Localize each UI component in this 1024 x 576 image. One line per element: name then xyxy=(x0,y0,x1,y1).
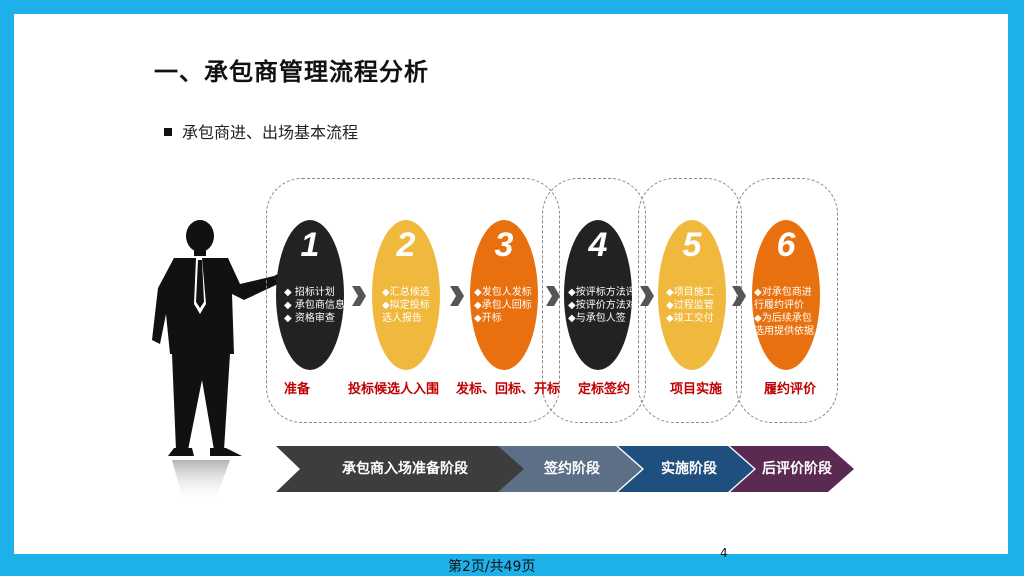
step-1-item: ◆ 招标计划 xyxy=(284,287,335,298)
step-4-number: 4 xyxy=(588,226,608,264)
stage-label-3: 发标、回标、开标 xyxy=(456,382,561,397)
phase-arrows xyxy=(276,446,854,492)
phase-label-signing: 签约阶段 xyxy=(544,461,600,477)
step-5-item: ◆过程监管 xyxy=(666,300,714,311)
step-5-oval: 5 ◆项目施工 ◆过程监管 ◆竣工交付 xyxy=(658,220,726,370)
chevron-right-icon xyxy=(732,286,746,306)
slide-number: 4 xyxy=(720,546,728,560)
phase-label-implementation: 实施阶段 xyxy=(661,461,717,477)
step-2-oval: 2 ◆汇总候选 ◆拟定投标 选人报告 xyxy=(372,220,440,370)
step-2-item: ◆拟定投标 xyxy=(382,300,430,311)
step-5-number: 5 xyxy=(682,226,702,264)
stage-label-4: 定标签约 xyxy=(578,382,631,397)
slide-title: 一、承包商管理流程分析 xyxy=(154,58,429,86)
step-6-item: ◆对承包商进 xyxy=(754,287,812,298)
step-3-item: ◆发包人发标 xyxy=(474,287,532,298)
bullet-text: 承包商进、出场基本流程 xyxy=(182,123,359,142)
step-4-oval: 4 ◆按评标方法评 ◆按评价方法对 ◆与承包人签 xyxy=(564,220,636,370)
step-6-oval: 6 ◆对承包商进 行履约评价 ◆为后续承包 选用提供依据 xyxy=(752,220,820,370)
chevron-right-icon xyxy=(640,286,654,306)
step-3-item: ◆开标 xyxy=(474,313,502,324)
step-4-item: ◆与承包人签 xyxy=(568,313,626,324)
group-box-preparation xyxy=(266,178,560,423)
phase-label-preparation: 承包商入场准备阶段 xyxy=(342,461,468,477)
step-3-number: 3 xyxy=(494,226,514,264)
step-2-item: ◆汇总候选 xyxy=(382,287,430,298)
slide: 一、承包商管理流程分析 承包商进、出场基本流程 1 ◆ 招标计划 ◆ 承包商信息 xyxy=(14,14,1008,560)
bullet-item: 承包商进、出场基本流程 xyxy=(164,119,358,143)
step-4-item: ◆按评价方法对 xyxy=(568,300,636,311)
step-3-item: ◆承包人回标 xyxy=(474,300,532,311)
step-2-item: 选人报告 xyxy=(382,313,422,324)
step-1-oval: 1 ◆ 招标计划 ◆ 承包商信息 ◆ 资格审查 xyxy=(276,220,345,370)
square-bullet-icon xyxy=(164,127,172,136)
chevron-right-icon xyxy=(450,286,464,306)
stage-label-5: 项目实施 xyxy=(670,382,723,397)
chevron-right-icon xyxy=(352,286,366,306)
step-6-number: 6 xyxy=(776,226,796,264)
step-6-item: 选用提供依据 xyxy=(754,326,814,337)
stage-label-6: 履约评价 xyxy=(764,382,817,397)
step-4-item: ◆按评标方法评 xyxy=(568,287,636,298)
step-6-item: ◆为后续承包 xyxy=(754,313,812,324)
step-5-item: ◆项目施工 xyxy=(666,287,714,298)
phase-label-evaluation: 后评价阶段 xyxy=(762,461,832,477)
step-1-number: 1 xyxy=(300,226,320,264)
step-5-item: ◆竣工交付 xyxy=(666,313,714,324)
page-indicator: 第2页/共49页 xyxy=(448,559,536,575)
chevron-right-icon xyxy=(546,286,560,306)
step-1-item: ◆ 承包商信息 xyxy=(284,300,345,311)
step-1-item: ◆ 资格审查 xyxy=(284,313,335,324)
step-2-number: 2 xyxy=(396,226,416,264)
step-6-item: 行履约评价 xyxy=(754,300,804,311)
stage-label-2: 投标候选人入围 xyxy=(348,382,440,397)
step-3-oval: 3 ◆发包人发标 ◆承包人回标 ◆开标 xyxy=(470,220,538,370)
stage-label-1: 准备 xyxy=(284,382,311,397)
